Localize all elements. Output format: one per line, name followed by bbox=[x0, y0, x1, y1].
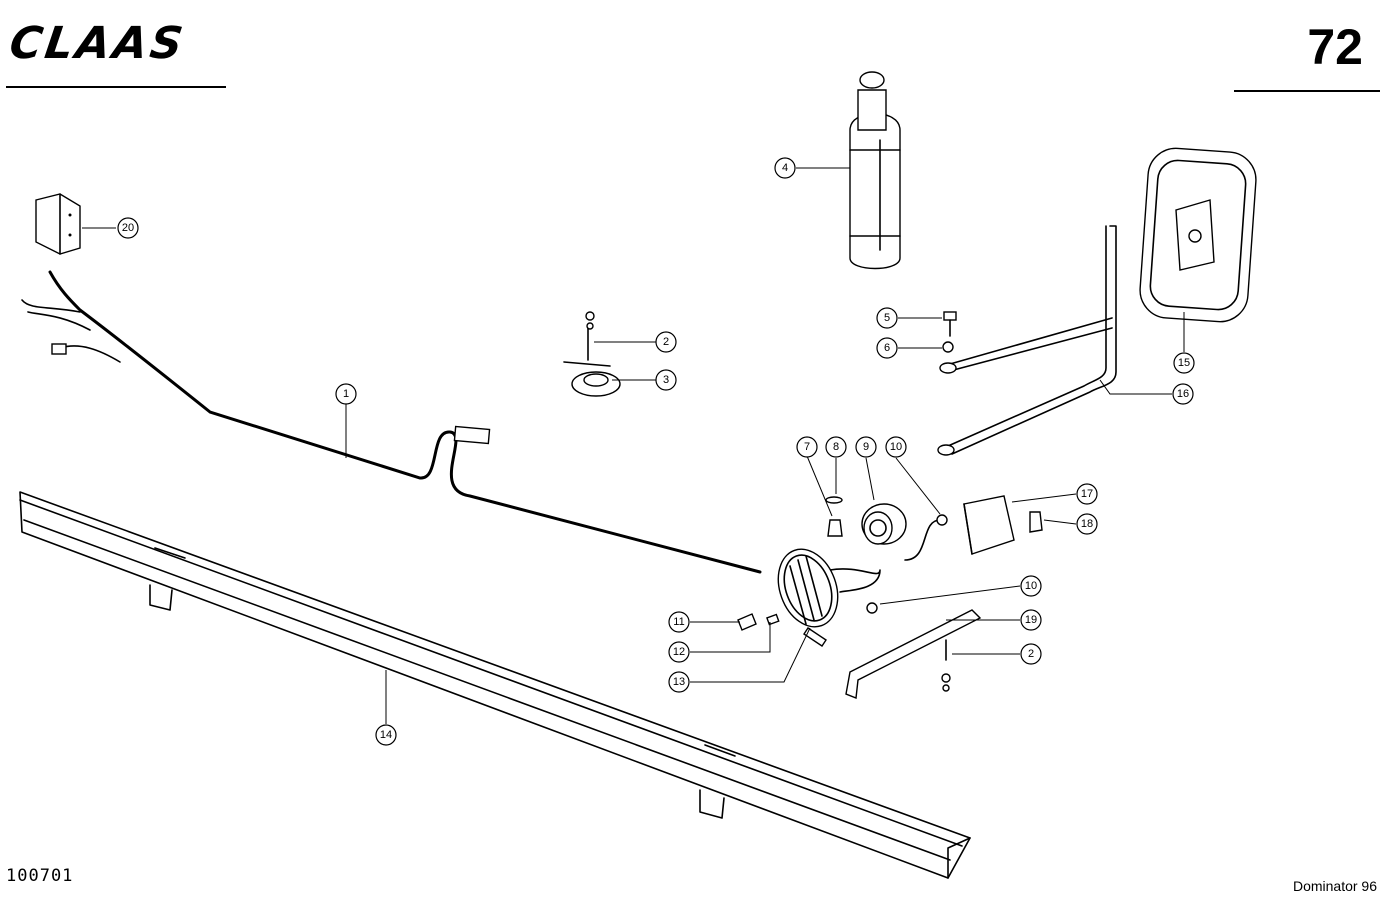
bracket-part bbox=[35, 193, 81, 255]
callout-c17: 17 bbox=[1076, 483, 1098, 505]
fire-extinguisher-part bbox=[849, 71, 901, 270]
callout-label: 16 bbox=[1177, 388, 1189, 400]
callout-c5: 5 bbox=[876, 307, 898, 329]
work-light-part bbox=[963, 495, 1043, 555]
header-rule-left bbox=[6, 86, 226, 88]
callout-c16: 16 bbox=[1172, 383, 1194, 405]
callout-label: 3 bbox=[663, 374, 669, 386]
callout-c20: 20 bbox=[117, 217, 139, 239]
callout-label: 7 bbox=[804, 441, 810, 453]
callout-label: 8 bbox=[833, 441, 839, 453]
horn-part bbox=[563, 311, 621, 397]
callout-label: 5 bbox=[884, 312, 890, 324]
callout-c10a: 10 bbox=[885, 436, 907, 458]
callout-c11: 11 bbox=[668, 611, 690, 633]
callout-c8: 8 bbox=[825, 436, 847, 458]
cable-harness-part bbox=[21, 270, 941, 593]
callout-label: 9 bbox=[863, 441, 869, 453]
mirror-part bbox=[1139, 147, 1257, 323]
callout-c15: 15 bbox=[1173, 352, 1195, 374]
callout-c18: 18 bbox=[1076, 513, 1098, 535]
callout-c19: 19 bbox=[1020, 609, 1042, 631]
callout-c9: 9 bbox=[855, 436, 877, 458]
callout-c4: 4 bbox=[774, 157, 796, 179]
header-rule-right bbox=[1234, 90, 1380, 92]
leader-lines bbox=[82, 167, 1185, 724]
callout-c13: 13 bbox=[668, 671, 690, 693]
callout-label: 4 bbox=[782, 162, 788, 174]
callout-c10b: 10 bbox=[1020, 575, 1042, 597]
callout-label: 20 bbox=[122, 222, 134, 234]
guard-rail-part bbox=[19, 491, 971, 879]
callout-label: 18 bbox=[1081, 518, 1093, 530]
callout-label: 19 bbox=[1025, 614, 1037, 626]
page-number: 72 bbox=[1307, 19, 1363, 75]
callout-label: 15 bbox=[1178, 357, 1190, 369]
callout-c12: 12 bbox=[668, 641, 690, 663]
mirror-arm-part bbox=[937, 225, 1117, 456]
callout-c3: 3 bbox=[655, 369, 677, 391]
callout-c1: 1 bbox=[335, 383, 357, 405]
callout-label: 13 bbox=[673, 676, 685, 688]
model-name: Dominator 96 bbox=[1292, 878, 1377, 894]
callout-label: 6 bbox=[884, 342, 890, 354]
callout-c2a: 2 bbox=[655, 331, 677, 353]
callout-label: 17 bbox=[1081, 488, 1093, 500]
callout-label: 2 bbox=[1028, 648, 1034, 660]
callout-c2b: 2 bbox=[1020, 643, 1042, 665]
callout-label: 14 bbox=[380, 729, 392, 741]
callout-label: 12 bbox=[673, 646, 685, 658]
headlamp-part bbox=[777, 548, 839, 647]
light-bracket-part bbox=[845, 609, 982, 699]
callout-label: 11 bbox=[673, 616, 684, 628]
callout-c14: 14 bbox=[375, 724, 397, 746]
callout-label: 2 bbox=[663, 336, 669, 348]
callout-label: 10 bbox=[1025, 580, 1037, 592]
bolt-washer-part bbox=[942, 311, 957, 353]
callout-label: 1 bbox=[343, 388, 349, 400]
callout-c6: 6 bbox=[876, 337, 898, 359]
lamp-part bbox=[861, 503, 907, 545]
callout-label: 10 bbox=[890, 441, 902, 453]
document-number: 100701 bbox=[6, 866, 74, 886]
small-parts-cluster bbox=[825, 496, 948, 614]
bulb-part bbox=[737, 613, 780, 631]
callout-c7: 7 bbox=[796, 436, 818, 458]
